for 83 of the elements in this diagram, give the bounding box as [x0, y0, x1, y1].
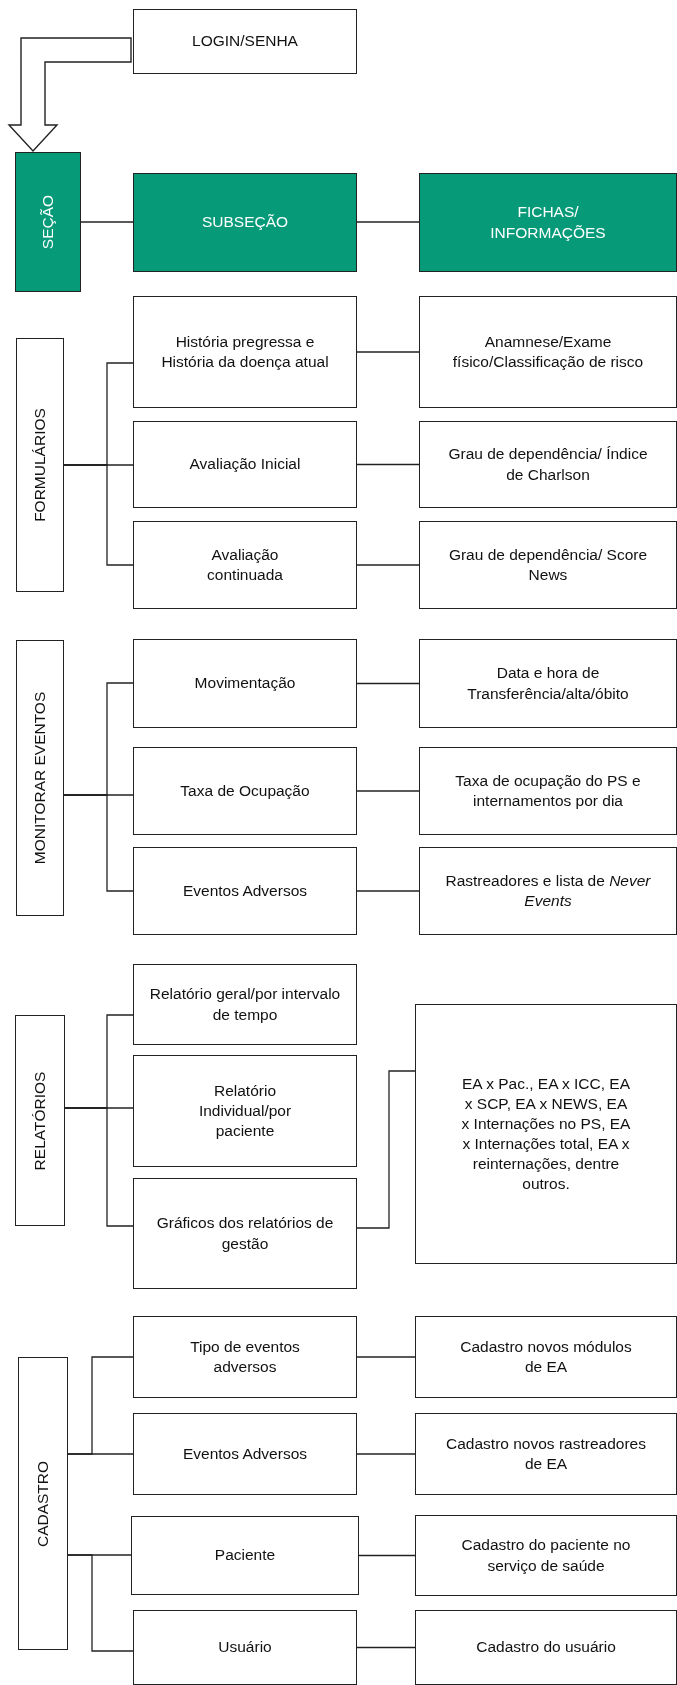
connector-line — [356, 1646, 416, 1649]
box-label: Relatório geral/por intervalo de tempo — [148, 984, 342, 1025]
box-label: Taxa de Ocupação — [179, 780, 311, 801]
box-label: Cadastro do paciente no serviço de saúde — [460, 1535, 632, 1576]
process-box — [133, 847, 357, 935]
section-label: CADASTRO — [32, 1460, 52, 1547]
section-label: FORMULÁRIOS — [29, 408, 49, 522]
box-label: Avaliação Inicial — [188, 454, 302, 475]
section-label: RELATÓRIOS — [29, 1071, 49, 1170]
box-label: Movimentação — [193, 673, 297, 694]
box-label: Taxa de ocupação do PS e internamentos por dia — [454, 770, 642, 811]
process-box — [133, 1178, 357, 1289]
process-box — [419, 747, 677, 835]
section-label: MONITORAR EVENTOS — [29, 691, 49, 865]
process-box — [415, 1413, 677, 1495]
connector-line — [356, 221, 420, 223]
box-label: Relatório Individual/por paciente — [197, 1080, 293, 1142]
connector-line — [67, 1453, 134, 1455]
process-box — [415, 1316, 677, 1398]
connector-line — [64, 1107, 134, 1227]
box-label: Data e hora de Transferência/alta/óbito — [466, 663, 630, 704]
section-box — [16, 640, 64, 916]
process-box — [419, 173, 677, 272]
box-label: Cadastro novos módulos de EA — [459, 1336, 633, 1377]
section-box — [16, 338, 64, 592]
connector-line — [356, 790, 420, 792]
process-box — [415, 1515, 677, 1596]
connector-line — [356, 463, 420, 466]
box-label: Grau de dependência/ Score News — [447, 544, 649, 585]
connector-line — [63, 794, 134, 892]
box-label: LOGIN/SENHA — [191, 31, 299, 52]
process-box — [133, 9, 357, 74]
process-box — [419, 421, 677, 508]
connector-line — [80, 221, 134, 223]
connector-line — [356, 1453, 416, 1455]
connector-line — [356, 682, 420, 685]
process-box — [133, 1316, 357, 1398]
box-label: Eventos Adversos — [181, 880, 309, 901]
box-label: Gráficos dos relatórios de gestão — [155, 1213, 335, 1254]
connector-line — [356, 564, 420, 566]
process-box — [419, 639, 677, 728]
connector-line — [356, 890, 420, 892]
box-label: Rastreadores e lista de Never Events — [444, 870, 652, 911]
box-label: Eventos Adversos — [181, 1443, 309, 1464]
process-box — [133, 421, 357, 508]
process-box — [133, 296, 357, 408]
box-label: Tipo de eventos adversos — [189, 1336, 301, 1377]
box-label: SUBSEÇÃO — [200, 212, 290, 233]
box-label: Paciente — [213, 1545, 277, 1566]
process-box — [133, 747, 357, 835]
box-label: História pregressa e História da doença atual — [160, 331, 330, 372]
process-box — [133, 173, 357, 272]
box-label: Cadastro novos rastreadores de EA — [445, 1433, 647, 1474]
process-box — [133, 1413, 357, 1495]
process-box — [131, 1516, 359, 1595]
connector-line — [63, 464, 134, 566]
process-box — [419, 847, 677, 935]
process-box — [415, 1004, 677, 1264]
box-label: Cadastro do usuário — [475, 1637, 617, 1658]
box-label: EA x Pac., EA x ICC, EA x SCP, EA x NEWS, EA x Internações no PS, EA x Internações total, EA x reinternações, dentre outros. — [460, 1073, 632, 1195]
section-box — [15, 152, 81, 292]
process-box — [133, 964, 357, 1045]
connector-line — [356, 351, 420, 353]
process-box — [133, 1610, 357, 1685]
process-box — [415, 1610, 677, 1685]
process-box — [419, 296, 677, 408]
connector-line — [356, 1356, 416, 1358]
connector-line — [358, 1554, 416, 1557]
process-box — [133, 1055, 357, 1167]
section-box — [18, 1357, 68, 1650]
block-arrow — [7, 37, 132, 153]
box-label: Usuário — [217, 1637, 273, 1658]
box-label: Avaliação continuada — [206, 544, 284, 585]
section-box — [15, 1015, 65, 1226]
process-box — [419, 521, 677, 609]
connector-line — [356, 1070, 416, 1229]
box-label: Anamnese/Exame físico/Classificação de risco — [451, 331, 645, 372]
connector-line — [67, 1554, 134, 1652]
box-label: FICHAS/ INFORMAÇÕES — [489, 202, 607, 243]
box-label: Grau de dependência/ Índice de Charlson — [447, 444, 649, 485]
process-box — [133, 521, 357, 609]
section-label: SEÇÃO — [37, 194, 57, 250]
process-box — [133, 639, 357, 728]
